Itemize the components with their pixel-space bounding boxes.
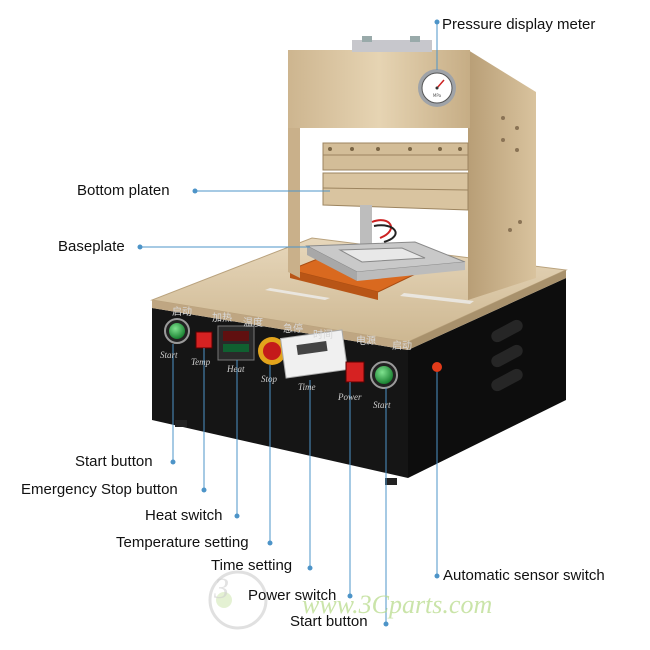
leader-lines [140,22,438,624]
panel-label-temp: Temp [191,357,211,367]
label-temperature-setting: Temperature setting [116,534,249,551]
label-emergency-stop-button: Emergency Stop button [21,481,178,498]
foot [175,420,187,427]
label-automatic-sensor-switch: Automatic sensor switch [443,567,605,584]
watermark-brand: www.3Cparts.com [302,590,493,619]
panel-label-time: Time [298,382,316,392]
top-head [288,50,470,128]
vent [491,344,523,368]
leader-dots [137,19,440,627]
right-column [468,50,536,300]
auto-sensor-switch [432,362,442,372]
emergency-switch-red [195,331,213,349]
label-pressure-display-meter: Pressure display meter [442,16,596,33]
label-power-switch: Power switch [248,587,337,604]
label-start-button-right: Start button [290,613,368,630]
panel-label-start-left: Start [160,350,178,360]
time-relay [279,329,349,379]
panel-cn-start2: 启动 [392,341,412,352]
vent [491,368,523,392]
panel-cn-heat: 加热 [212,313,232,324]
panel-cn-power: 电源 [356,336,376,347]
panel-label-heat: Heat [227,364,245,374]
label-time-setting: Time setting [211,557,293,574]
panel-cn-time: 时间 [313,330,333,341]
panel-label-power: Power [338,392,362,402]
upper-platen [322,142,469,171]
power-switch-red [345,361,365,383]
label-start-button-left: Start button [75,453,153,470]
bottom-platen [322,172,469,211]
svg-text:MPa: MPa [433,93,442,98]
watermark-logo-digit: 3 [214,572,229,605]
foot [385,478,397,485]
panel-label-start-right: Start [373,400,391,410]
panel-cn-temp: 温度 [243,318,263,329]
base-side [408,278,566,478]
label-baseplate: Baseplate [58,238,125,255]
panel-cn-start: 启动 [172,307,192,318]
vent [491,319,523,343]
panel-label-stop: Stop [261,374,278,384]
label-heat-switch: Heat switch [145,507,223,524]
watermark-logo [208,570,268,630]
panel-cn-stop: 急停 [283,324,303,335]
label-bottom-platen: Bottom platen [77,182,170,199]
